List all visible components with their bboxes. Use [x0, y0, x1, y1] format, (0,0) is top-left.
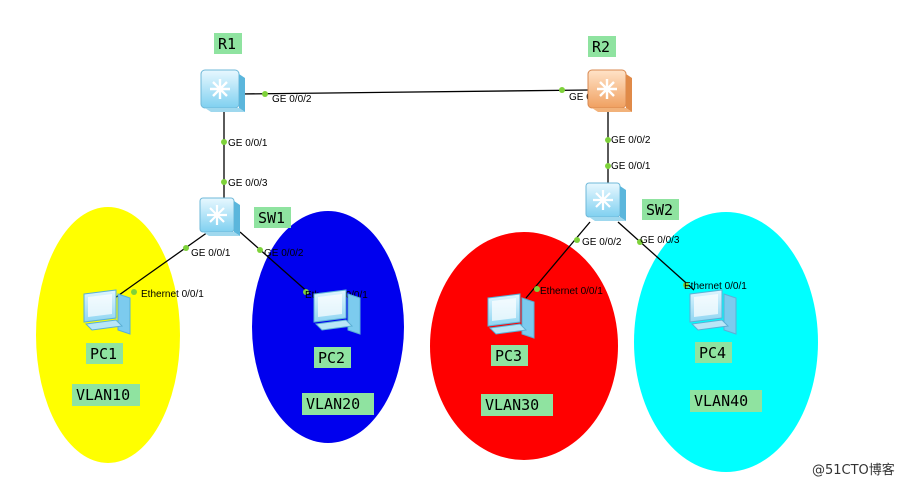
router-r2[interactable]: [587, 69, 632, 112]
device-tag-r1: R1: [214, 33, 242, 54]
device-name: PC2: [318, 349, 345, 367]
device-name: R1: [218, 35, 236, 53]
switch-icon: [199, 197, 240, 236]
pc-pc2[interactable]: [313, 289, 361, 335]
links: [111, 89, 695, 301]
pc-pc1[interactable]: [83, 289, 131, 335]
pc-icon: [313, 289, 361, 335]
device-name: SW1: [258, 209, 285, 227]
device-tag-sw2: SW2: [642, 199, 679, 220]
port-label: GE 0/0/2: [264, 248, 304, 259]
port-dot: [683, 282, 689, 288]
link-sw2-pc4: [617, 221, 695, 291]
device-name: PC3: [495, 347, 522, 365]
port-dot: [257, 247, 263, 253]
device-tag-sw1: SW1: [254, 207, 291, 228]
device-tag-r2: R2: [588, 36, 616, 57]
port-label: GE 0/0/1: [611, 161, 651, 172]
vlan-tag-40: VLAN40: [690, 390, 762, 412]
vlan-label: VLAN30: [485, 396, 539, 414]
port-dot: [183, 245, 189, 251]
port-label: GE 0/0/1: [191, 248, 231, 259]
port-dots: [131, 87, 689, 295]
port-dot: [262, 91, 268, 97]
port-label: Ethernet 0/0/1: [540, 286, 603, 297]
port-label: GE 0/0/3: [640, 235, 680, 246]
switch-sw2[interactable]: [585, 182, 626, 221]
pc-icon: [689, 289, 737, 335]
port-label: Ethernet 0/0/1: [141, 289, 204, 300]
port-label: GE 0/0/2: [611, 135, 651, 146]
link-sw2-pc3: [525, 221, 591, 299]
vlan-tag-30: VLAN30: [481, 394, 553, 416]
pc-icon: [83, 289, 131, 335]
pc-icon: [487, 293, 535, 339]
port-label: Ethernet 0/0/1: [684, 281, 747, 292]
device-tag-pc2: PC2: [314, 347, 351, 368]
device-name: SW2: [646, 201, 673, 219]
port-label: GE 0/0/3: [228, 178, 268, 189]
port-dot: [605, 137, 611, 143]
port-dot: [221, 179, 227, 185]
link-r1-r2: [239, 89, 591, 95]
vlan-label: VLAN10: [76, 386, 130, 404]
port-dot: [605, 163, 611, 169]
link-sw1-pc1: [111, 231, 209, 301]
device-name: PC1: [90, 345, 117, 363]
pc-pc3[interactable]: [487, 293, 535, 339]
port-dot: [574, 237, 580, 243]
port-dot: [221, 139, 227, 145]
pc-pc4[interactable]: [689, 289, 737, 335]
device-name: PC4: [699, 344, 726, 362]
vlan-label: VLAN20: [306, 395, 360, 413]
port-dot: [303, 289, 309, 295]
switch-icon: [585, 182, 626, 221]
port-label: GE 0/0/1: [228, 138, 268, 149]
port-label: GE 0/0/2: [272, 94, 312, 105]
vlan10-area: [36, 207, 180, 463]
link-sw1-pc2: [239, 231, 311, 295]
router-icon: [200, 69, 245, 112]
port-label: GE 0/0/2: [582, 237, 622, 248]
router-r1[interactable]: [200, 69, 245, 112]
device-tag-pc3: PC3: [491, 345, 528, 366]
vlan-tag-10: VLAN10: [72, 384, 140, 406]
router-icon: [587, 69, 632, 112]
device-tag-pc4: PC4: [695, 342, 732, 363]
switch-sw1[interactable]: [199, 197, 240, 236]
port-dot: [637, 239, 643, 245]
port-dot: [534, 286, 540, 292]
vlan-label: VLAN40: [694, 392, 748, 410]
vlan-tag-20: VLAN20: [302, 393, 374, 415]
port-dot: [559, 87, 565, 93]
watermark-text: @51CTO博客: [812, 462, 895, 478]
device-name: R2: [592, 38, 610, 56]
device-tag-pc1: PC1: [86, 343, 123, 364]
port-dot: [131, 289, 137, 295]
